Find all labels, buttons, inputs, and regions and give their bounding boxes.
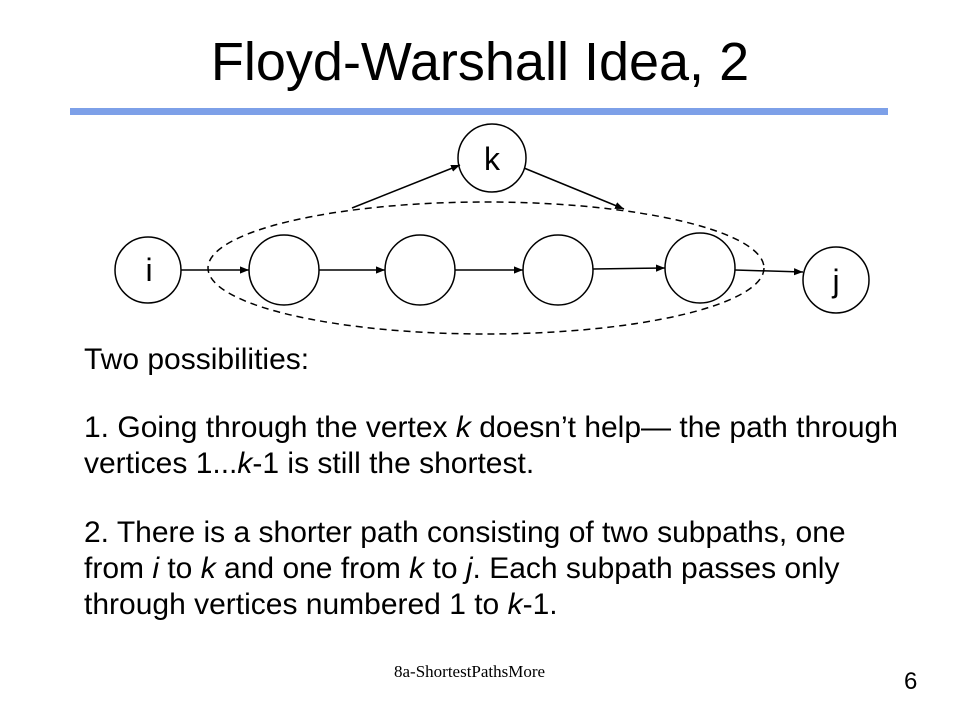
slide-footer: 8a-ShortestPathsMore xyxy=(394,662,546,681)
possibility-1-k2: k xyxy=(237,447,253,480)
possibility-2-k2: k xyxy=(409,552,425,585)
possibility-1: 1. Going through the vertex k doesn’t he… xyxy=(84,410,904,482)
page-number: 6 xyxy=(904,668,918,695)
node-j xyxy=(802,246,870,314)
possibility-2-and: and one from xyxy=(215,552,410,585)
edge-to-k xyxy=(351,164,461,209)
node-intermediate-3 xyxy=(522,234,594,306)
intermediate-vertices-ellipse xyxy=(207,201,765,335)
possibility-2: 2. There is a shorter path consisting of… xyxy=(84,515,904,623)
possibility-2-tail: . Each subpath passes only through verti… xyxy=(84,552,840,621)
intro-text: Two possibilities: xyxy=(84,343,310,376)
possibility-2-j: j xyxy=(465,552,473,585)
node-intermediate-1 xyxy=(248,234,320,306)
possibility-2-k3: k xyxy=(507,588,523,621)
edge-from-k xyxy=(523,167,625,210)
possibility-2-to2: to xyxy=(424,552,466,585)
edge-v3-to-v4 xyxy=(592,264,666,272)
title-underline xyxy=(70,108,888,115)
node-j-label: j xyxy=(831,263,839,299)
node-i-label: i xyxy=(145,252,152,288)
possibility-2-end: -1. xyxy=(522,588,558,621)
possibility-2-to1: to xyxy=(159,552,201,585)
possibility-1-prefix: 1. Going through the vertex xyxy=(84,411,456,444)
possibility-1-k: k xyxy=(455,411,471,444)
slide-title: Floyd-Warshall Idea, 2 xyxy=(210,32,750,92)
possibility-2-prefix: 2. There is a shorter path consisting of… xyxy=(84,516,846,585)
node-k xyxy=(457,123,527,193)
possibility-1-suffix: -1 is still the shortest. xyxy=(252,447,535,480)
edge-v4-to-j xyxy=(734,268,804,276)
node-intermediate-4 xyxy=(664,232,736,304)
node-k-label: k xyxy=(484,141,501,177)
node-intermediate-2 xyxy=(384,234,456,306)
possibility-1-mid: doesn’t help— the path through vertices … xyxy=(84,411,898,480)
possibility-2-k1: k xyxy=(200,552,216,585)
possibility-2-i: i xyxy=(152,552,160,585)
